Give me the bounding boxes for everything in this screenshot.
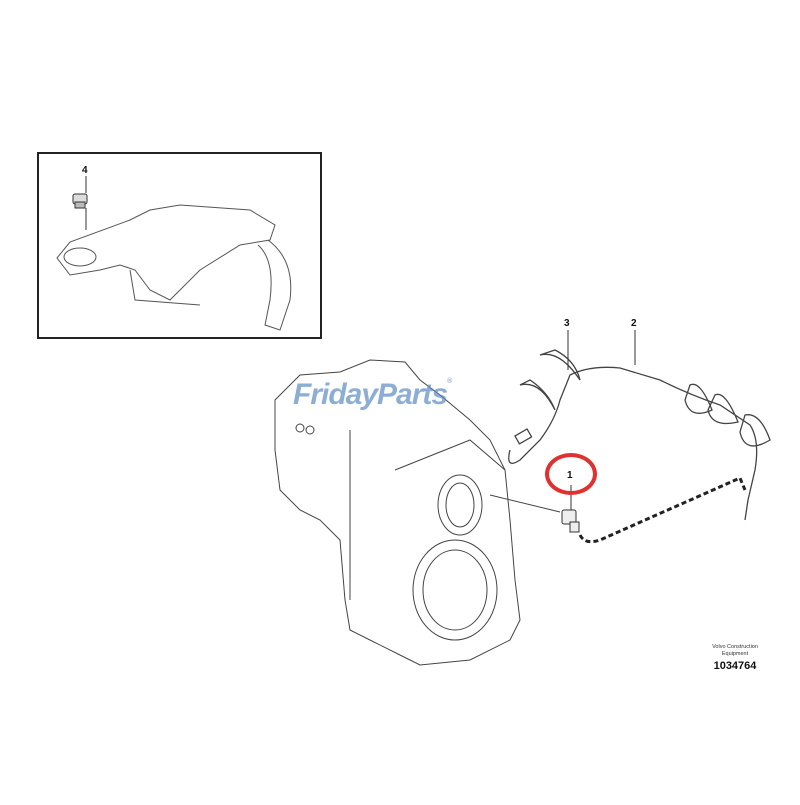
callout-1: 1 xyxy=(567,470,573,481)
callout-4: 4 xyxy=(82,165,88,176)
callout-2: 2 xyxy=(631,318,637,329)
inset-frame xyxy=(37,152,322,339)
callout-3: 3 xyxy=(564,318,570,329)
control-console-drawing xyxy=(56,204,292,331)
transmission-housing-drawing xyxy=(274,359,561,666)
drawing-caption: Volvo Construction Equipment 1034764 xyxy=(695,644,775,672)
switch-part-4-drawing xyxy=(72,193,88,209)
wiring-harness-drawing xyxy=(508,349,771,521)
watermark-text-parts: Parts xyxy=(377,378,448,411)
drawing-number: 1034764 xyxy=(713,660,757,672)
caption-line-1: Volvo Construction xyxy=(712,644,758,650)
sensor-drawing xyxy=(561,509,580,533)
sensor-cable-dashed xyxy=(578,476,747,544)
caption-line-2: Equipment xyxy=(721,651,749,657)
watermark-text-friday: Friday xyxy=(293,378,378,411)
watermark-logo: FridayParts® xyxy=(293,378,452,412)
highlight-circle xyxy=(545,453,597,495)
registered-mark: ® xyxy=(447,378,452,385)
